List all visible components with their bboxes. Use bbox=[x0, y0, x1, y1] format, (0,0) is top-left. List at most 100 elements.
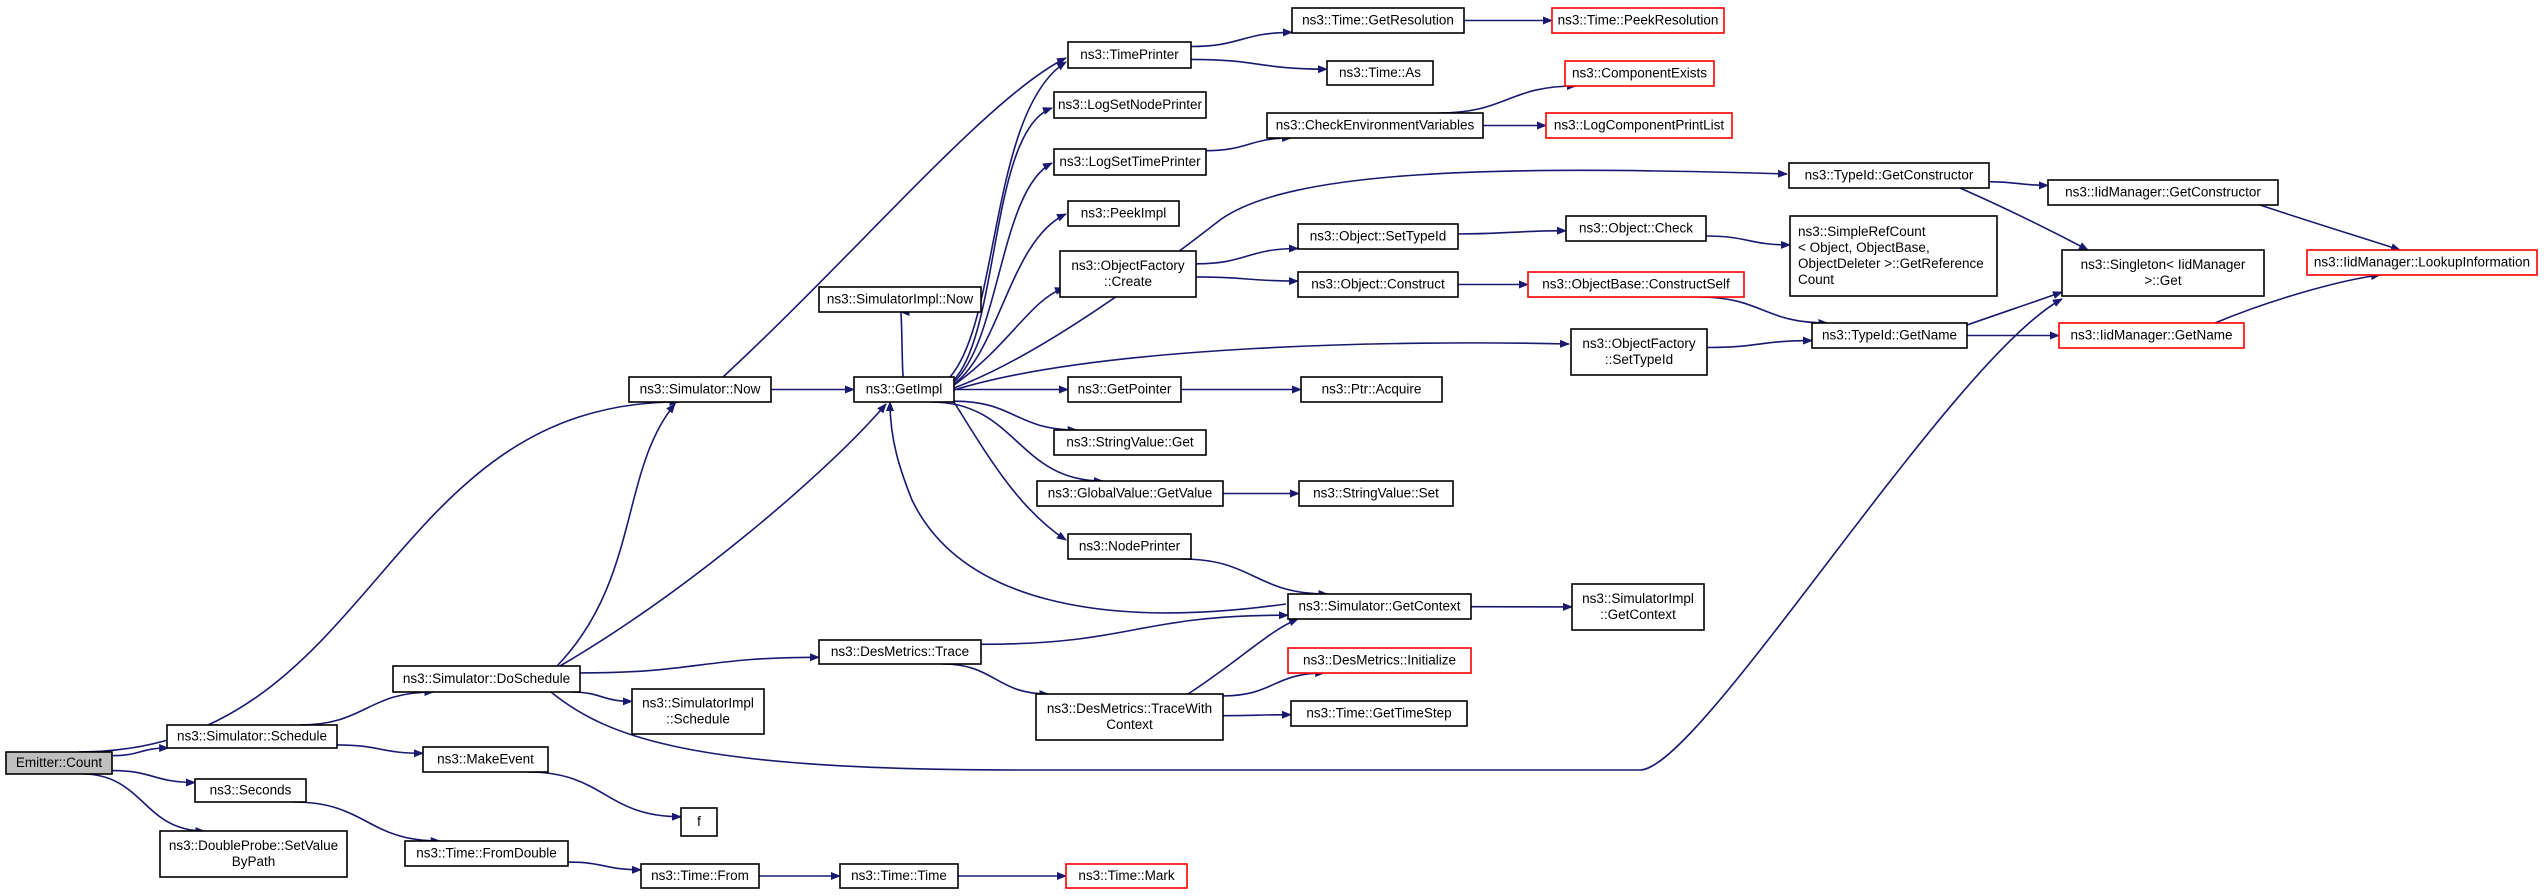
node-makeevent[interactable]: ns3::MakeEvent bbox=[422, 746, 549, 773]
edge-timeprinter-to-time_as bbox=[1190, 58, 1328, 74]
node-componentexists[interactable]: ns3::ComponentExists bbox=[1564, 60, 1715, 87]
node-f[interactable]: f bbox=[680, 807, 718, 837]
node-sim_now[interactable]: ns3::Simulator::Now bbox=[628, 376, 772, 403]
node-label: ::Schedule bbox=[666, 712, 730, 727]
node-logsetnodeprinter[interactable]: ns3::LogSetNodePrinter bbox=[1053, 91, 1207, 119]
node-objectfactory_settypeid[interactable]: ns3::ObjectFactory::SetTypeId bbox=[1570, 328, 1708, 376]
node-getimpl[interactable]: ns3::GetImpl bbox=[853, 376, 955, 403]
edge-typeid_getname-to-singleton_get bbox=[1966, 291, 2063, 326]
edge-emitter_count-to-sim_now bbox=[77, 398, 680, 753]
node-nodeprinter[interactable]: ns3::NodePrinter bbox=[1067, 533, 1192, 560]
node-label: ns3::IidManager::GetConstructor bbox=[2065, 185, 2261, 200]
node-seconds[interactable]: ns3::Seconds bbox=[194, 778, 307, 803]
node-box bbox=[1571, 583, 1705, 631]
node-stringvalue_set[interactable]: ns3::StringValue::Set bbox=[1298, 480, 1454, 507]
edge-iidmanager_getconstructor-to-iidmanager_lookupinformation bbox=[2259, 204, 2401, 251]
node-time_time[interactable]: ns3::Time::Time bbox=[839, 863, 959, 889]
node-box bbox=[1564, 60, 1715, 87]
edge-layer bbox=[77, 16, 2401, 880]
node-box bbox=[1067, 376, 1182, 403]
node-simimpl_now[interactable]: ns3::SimulatorImpl::Now bbox=[818, 286, 982, 313]
node-box bbox=[2306, 249, 2538, 276]
node-singleton_get[interactable]: ns3::Singleton< IidManager>::Get bbox=[2061, 249, 2265, 297]
edge-sim_doschedule-to-desmetrics_trace bbox=[579, 653, 820, 674]
node-sim_schedule[interactable]: ns3::Simulator::Schedule bbox=[166, 724, 338, 749]
node-label: Emitter::Count bbox=[16, 755, 103, 770]
node-box bbox=[1297, 271, 1459, 298]
edge-objectbase_constructself-to-typeid_getname bbox=[1698, 296, 1829, 327]
edge-desmetrics_tracewithcontext-to-sim_getcontext bbox=[1187, 618, 1299, 695]
node-box bbox=[1527, 271, 1745, 298]
edge-sim_doschedule-to-getimpl bbox=[559, 403, 887, 667]
node-label: ns3::Time::GetTimeStep bbox=[1306, 706, 1451, 721]
node-label: ns3::LogSetNodePrinter bbox=[1058, 97, 1203, 112]
node-label: ns3::Simulator::Now bbox=[640, 382, 761, 397]
node-time_gettimestep[interactable]: ns3::Time::GetTimeStep bbox=[1290, 700, 1468, 727]
node-box bbox=[853, 376, 955, 403]
node-objectfactory_create[interactable]: ns3::ObjectFactory::Create bbox=[1059, 250, 1197, 298]
node-logcomponentprintlist[interactable]: ns3::LogComponentPrintList bbox=[1545, 112, 1733, 139]
node-simimpl_getcontext[interactable]: ns3::SimulatorImpl::GetContext bbox=[1571, 583, 1705, 631]
node-ptr_acquire[interactable]: ns3::Ptr::Acquire bbox=[1300, 376, 1443, 403]
edge-getimpl-to-peekimpl bbox=[953, 213, 1067, 385]
node-box bbox=[1290, 700, 1468, 727]
node-emitter_count[interactable]: Emitter::Count bbox=[5, 751, 113, 775]
node-box bbox=[628, 376, 772, 403]
node-label: ns3::PeekImpl bbox=[1081, 206, 1167, 221]
node-globalvalue_getvalue[interactable]: ns3::GlobalValue::GetValue bbox=[1036, 480, 1224, 507]
node-label: Count bbox=[1798, 272, 1834, 287]
node-box bbox=[1788, 162, 1990, 189]
node-time_from[interactable]: ns3::Time::From bbox=[640, 863, 760, 889]
node-box bbox=[1287, 593, 1472, 620]
node-stringvalue_get[interactable]: ns3::StringValue::Get bbox=[1053, 429, 1207, 456]
node-label: ByPath bbox=[232, 854, 276, 869]
node-getpointer[interactable]: ns3::GetPointer bbox=[1067, 376, 1182, 403]
node-logsettimeprinter[interactable]: ns3::LogSetTimePrinter bbox=[1053, 148, 1207, 176]
node-object_settypeid[interactable]: ns3::Object::SetTypeId bbox=[1297, 223, 1459, 250]
node-time_mark[interactable]: ns3::Time::Mark bbox=[1065, 863, 1188, 889]
edge-objectfactory_create-to-object_construct bbox=[1195, 276, 1299, 286]
node-time_peekresolution[interactable]: ns3::Time::PeekResolution bbox=[1551, 7, 1725, 34]
node-sim_getcontext[interactable]: ns3::Simulator::GetContext bbox=[1287, 593, 1472, 620]
node-typeid_getname[interactable]: ns3::TypeId::GetName bbox=[1811, 322, 1968, 349]
node-iidmanager_lookupinformation[interactable]: ns3::IidManager::LookupInformation bbox=[2306, 249, 2538, 276]
node-label: ns3::Singleton< IidManager bbox=[2081, 257, 2246, 272]
node-iidmanager_getname[interactable]: ns3::IidManager::GetName bbox=[2058, 322, 2245, 349]
node-sim_doschedule[interactable]: ns3::Simulator::DoSchedule bbox=[392, 665, 581, 693]
node-label: Context bbox=[1106, 717, 1153, 732]
node-objectbase_constructself[interactable]: ns3::ObjectBase::ConstructSelf bbox=[1527, 271, 1745, 298]
node-simimpl_schedule[interactable]: ns3::SimulatorImpl::Schedule bbox=[631, 688, 765, 735]
node-box bbox=[2061, 249, 2265, 297]
node-typeid_getconstructor[interactable]: ns3::TypeId::GetConstructor bbox=[1788, 162, 1990, 189]
node-label: ns3::TimePrinter bbox=[1080, 47, 1179, 62]
node-time_getresolution[interactable]: ns3::Time::GetResolution bbox=[1291, 7, 1465, 34]
node-label: ns3::SimulatorImpl bbox=[1582, 591, 1694, 606]
node-timeprinter[interactable]: ns3::TimePrinter bbox=[1067, 41, 1192, 69]
node-box bbox=[1036, 480, 1224, 507]
node-object_construct[interactable]: ns3::Object::Construct bbox=[1297, 271, 1459, 298]
node-label: ns3::Time::GetResolution bbox=[1302, 13, 1454, 28]
node-iidmanager_getconstructor[interactable]: ns3::IidManager::GetConstructor bbox=[2047, 179, 2279, 206]
node-simplerefcount[interactable]: ns3::SimpleRefCount< Object, ObjectBase,… bbox=[1789, 215, 1998, 297]
edge-getimpl-to-stringvalue_get bbox=[953, 400, 1078, 434]
edge-time_fromdouble-to-time_from bbox=[567, 861, 642, 874]
node-checkenv[interactable]: ns3::CheckEnvironmentVariables bbox=[1266, 112, 1484, 139]
node-desmetrics_trace[interactable]: ns3::DesMetrics::Trace bbox=[818, 639, 982, 665]
edge-logsettimeprinter-to-checkenv bbox=[1205, 134, 1293, 152]
node-peekimpl[interactable]: ns3::PeekImpl bbox=[1067, 200, 1180, 227]
edge-checkenv-to-componentexists bbox=[1438, 82, 1577, 114]
node-box bbox=[1065, 863, 1188, 889]
node-desmetrics_initialize[interactable]: ns3::DesMetrics::Initialize bbox=[1287, 647, 1472, 674]
node-box bbox=[392, 665, 581, 693]
node-time_fromdouble[interactable]: ns3::Time::FromDouble bbox=[404, 840, 569, 867]
edge-getimpl-to-simimpl_now bbox=[899, 308, 910, 378]
node-label: ns3::CheckEnvironmentVariables bbox=[1276, 118, 1475, 133]
node-object_check[interactable]: ns3::Object::Check bbox=[1565, 215, 1707, 242]
node-time_as[interactable]: ns3::Time::As bbox=[1326, 60, 1434, 86]
node-box bbox=[5, 751, 113, 775]
node-box bbox=[1298, 480, 1454, 507]
node-label: ns3::GetPointer bbox=[1078, 382, 1172, 397]
